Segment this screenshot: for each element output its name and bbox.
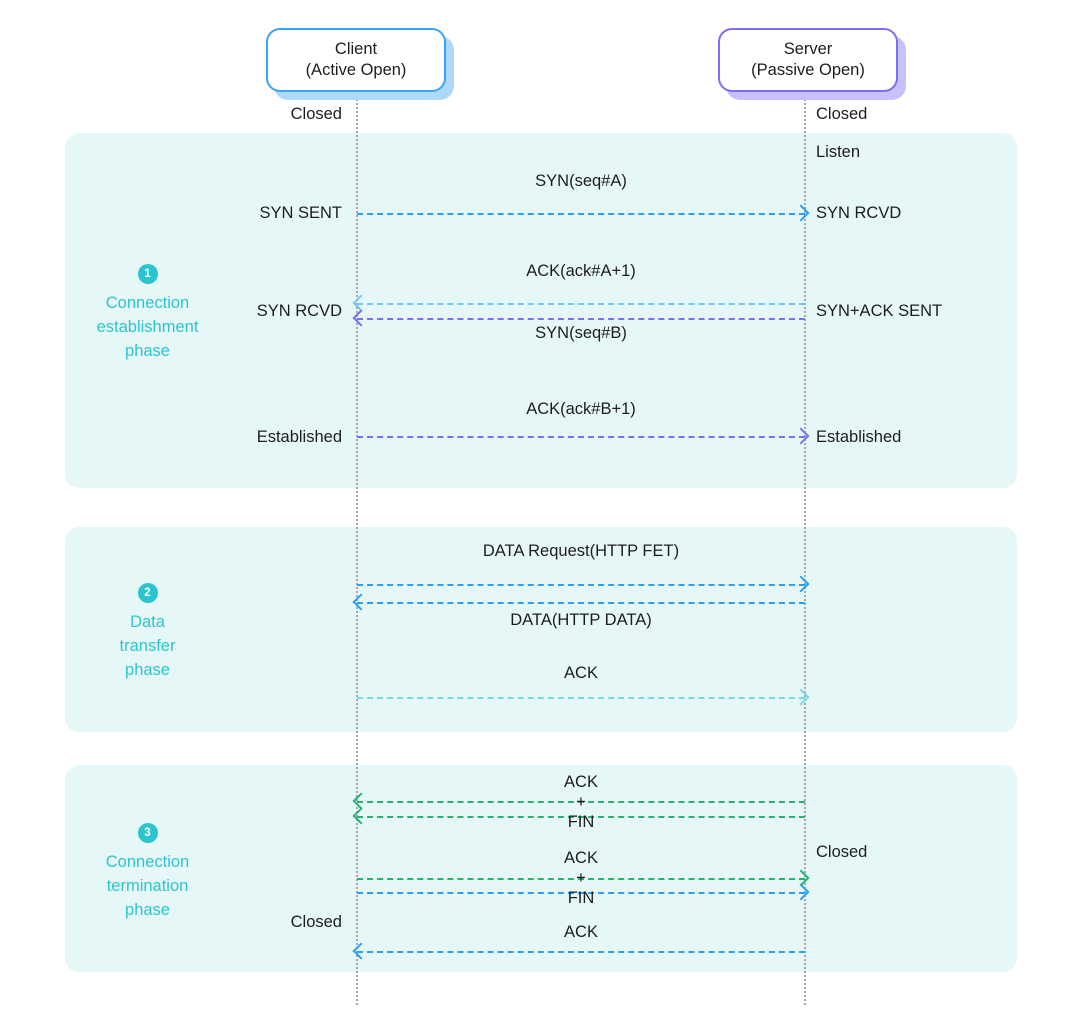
phase-legend-3: 3 Connection termination phase — [85, 823, 210, 923]
phase-band-connection-establishment — [65, 133, 1017, 488]
lifeline-client — [356, 92, 358, 1005]
message-caption-syn-seq-a: SYN(seq#A) — [535, 172, 627, 190]
message-line-term-fin-1 — [357, 816, 805, 818]
client-state-label-3: Established — [256, 428, 342, 446]
message-line-syn-seq-a — [357, 213, 805, 215]
phase-legend-1: 1 Connection establishment phase — [85, 264, 210, 364]
phase-title-1-line-1: Connection — [105, 294, 190, 312]
message-caption-term-ack-1: ACK — [564, 773, 598, 791]
client-state-label-1: SYN SENT — [259, 204, 342, 222]
phase-title-2-line-1: Data — [130, 613, 165, 631]
client-state-label-0: Closed — [290, 105, 342, 123]
phase-title-2-line-3: phase — [125, 660, 170, 679]
message-caption-term-ack-3: ACK — [564, 923, 598, 941]
participant-box-server[interactable]: Server (Passive Open) — [718, 28, 898, 92]
message-caption-ack-b-plus-1: ACK(ack#B+1) — [526, 400, 636, 418]
message-caption-term-plus-2: + — [576, 869, 586, 887]
message-line-ack-b-plus-1 — [357, 436, 805, 438]
message-caption-term-fin-1: FIN — [567, 813, 595, 831]
client-state-label-4: Closed — [290, 913, 342, 931]
message-line-syn-seq-b — [357, 318, 805, 320]
participant-server-name: Server — [783, 39, 833, 58]
message-line-term-fin-2 — [357, 892, 805, 894]
server-state-label-1: Listen — [816, 143, 861, 161]
participant-server-role: (Passive Open) — [751, 61, 865, 79]
message-line-term-ack-2 — [357, 878, 805, 880]
server-state-label-2: SYN RCVD — [816, 204, 902, 222]
server-state-label-0: Closed — [816, 105, 868, 123]
message-line-term-ack-3 — [357, 951, 805, 953]
message-caption-term-plus-1: + — [576, 793, 586, 811]
phase-title-3-line-3: phase — [125, 900, 170, 919]
phase-title-2: Data transfer phase — [85, 611, 210, 683]
phase-band-connection-termination — [65, 765, 1017, 972]
participant-box-client[interactable]: Client (Active Open) — [266, 28, 446, 92]
message-line-term-ack-1 — [357, 801, 805, 803]
lifeline-server — [804, 92, 806, 1005]
phase-title-1-line-3: phase — [125, 341, 170, 360]
participant-client-name: Client — [334, 39, 378, 58]
server-state-label-4: Established — [816, 428, 902, 446]
message-caption-term-fin-2: FIN — [567, 889, 595, 907]
server-state-label-5: Closed — [816, 843, 868, 861]
phase-badge-1-icon: 1 — [137, 264, 158, 284]
message-caption-ack-a-plus-1: ACK(ack#A+1) — [526, 262, 636, 280]
message-caption-term-ack-2: ACK — [564, 849, 598, 867]
message-line-ack-a-plus-1 — [357, 303, 805, 305]
message-caption-data-http-data: DATA(HTTP DATA) — [510, 611, 652, 629]
phase-title-2-line-2: transfer — [119, 636, 176, 655]
message-caption-syn-seq-b: SYN(seq#B) — [535, 324, 627, 342]
phase-badge-2-icon: 2 — [137, 583, 158, 603]
message-caption-data-ack: ACK — [564, 664, 598, 682]
phase-legend-2: 2 Data transfer phase — [85, 583, 210, 683]
message-line-data-http-data — [357, 602, 805, 604]
server-state-label-3: SYN+ACK SENT — [816, 302, 943, 320]
phase-title-1: Connection establishment phase — [85, 292, 210, 364]
phase-title-3: Connection termination phase — [85, 851, 210, 923]
phase-title-1-line-2: establishment — [96, 317, 199, 336]
phase-title-3-line-2: termination — [106, 876, 189, 895]
message-line-data-ack — [357, 697, 805, 699]
participant-client-role: (Active Open) — [305, 61, 407, 79]
message-caption-data-request: DATA Request(HTTP FET) — [482, 542, 680, 560]
message-line-data-request — [357, 584, 805, 586]
phase-badge-3-icon: 3 — [137, 823, 158, 843]
client-state-label-2: SYN RCVD — [256, 302, 342, 320]
phase-title-3-line-1: Connection — [105, 853, 190, 871]
